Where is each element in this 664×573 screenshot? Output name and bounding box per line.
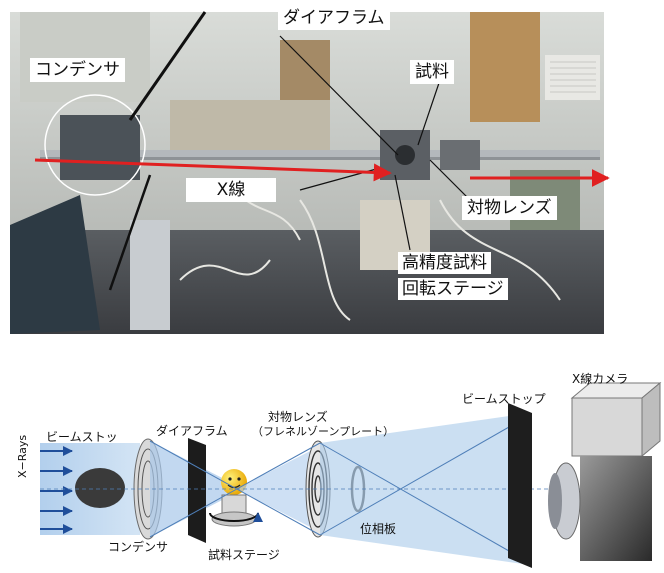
beamstop-left-disc <box>75 468 125 508</box>
label-fresnel-zone-plate: （フレネルゾーンプレート） <box>252 425 395 438</box>
rotation-arrow-icon <box>209 512 263 523</box>
label-rotation-stage-1: 高精度試料 <box>398 252 491 274</box>
xray-beam-arrow <box>34 158 392 182</box>
label-sample-stage: 試料ステージ <box>208 548 280 562</box>
label-objective-lens: 対物レンズ <box>462 196 557 220</box>
label-xrays: X−Rays <box>16 434 29 478</box>
label-beamstop-left: ビームストッ <box>46 430 118 444</box>
label-sample: 試料 <box>410 60 454 84</box>
label-condenser-schematic: コンデンサ <box>108 540 169 554</box>
label-objective-lens-schematic: 対物レンズ <box>268 410 328 424</box>
diaphragm-plate <box>188 438 206 543</box>
label-xray: X線 <box>186 178 276 202</box>
label-phase-plate: 位相板 <box>360 522 397 536</box>
label-rotation-stage-2: 回転ステージ <box>398 278 508 300</box>
label-condenser: コンデンサ <box>30 58 125 82</box>
label-xray-camera: X線カメラ <box>572 372 629 386</box>
apparatus-photo <box>10 11 610 334</box>
optics-schematic <box>40 381 662 568</box>
label-diaphragm: ダイアフラム <box>278 6 390 30</box>
condenser-highlight-circle <box>44 94 146 196</box>
beamstop-right-plate <box>508 403 532 568</box>
label-beamstop-right: ビームストップ <box>462 392 546 406</box>
camera-icon <box>548 381 662 561</box>
label-diaphragm-schematic: ダイアフラム <box>156 424 228 438</box>
